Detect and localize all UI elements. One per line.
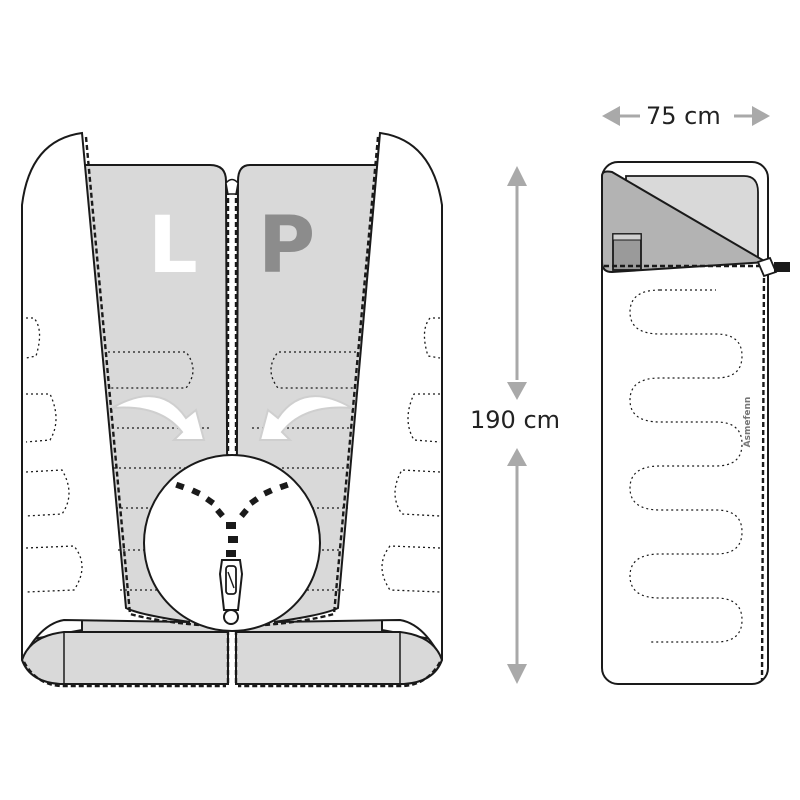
bag-zipper-pull-icon — [756, 256, 790, 278]
length-label: 190 cm — [470, 406, 560, 434]
merge-arrow-left-icon — [111, 395, 206, 441]
width-label: 75 cm — [646, 102, 721, 130]
left-zip-line — [84, 136, 201, 627]
right-foot-zip — [238, 661, 442, 688]
zipper-slider-icon — [218, 559, 244, 625]
width-dimension: 75 cm — [602, 102, 770, 130]
zipper-detail-circle — [143, 454, 321, 632]
left-half-letter: L — [148, 201, 198, 291]
right-foot-box — [235, 631, 444, 685]
left-outer-flap — [21, 131, 191, 661]
brand-logo: Asmefenn — [743, 397, 753, 448]
left-foot-zip — [22, 661, 226, 688]
merge-arrow-right-icon — [258, 395, 353, 441]
right-outer-flap — [273, 131, 443, 661]
right-flap-quilting — [381, 317, 441, 593]
closed-sleeping-bag: Asmefenn — [601, 161, 790, 685]
left-foot-box — [20, 631, 229, 685]
bag-side-zip — [760, 269, 766, 681]
left-flap-quilting — [25, 317, 83, 593]
right-zip-line — [263, 136, 380, 627]
two-halves-diagram: L P — [20, 131, 444, 688]
right-half-letter: P — [258, 201, 315, 291]
length-dimension: 190 cm — [470, 166, 560, 684]
